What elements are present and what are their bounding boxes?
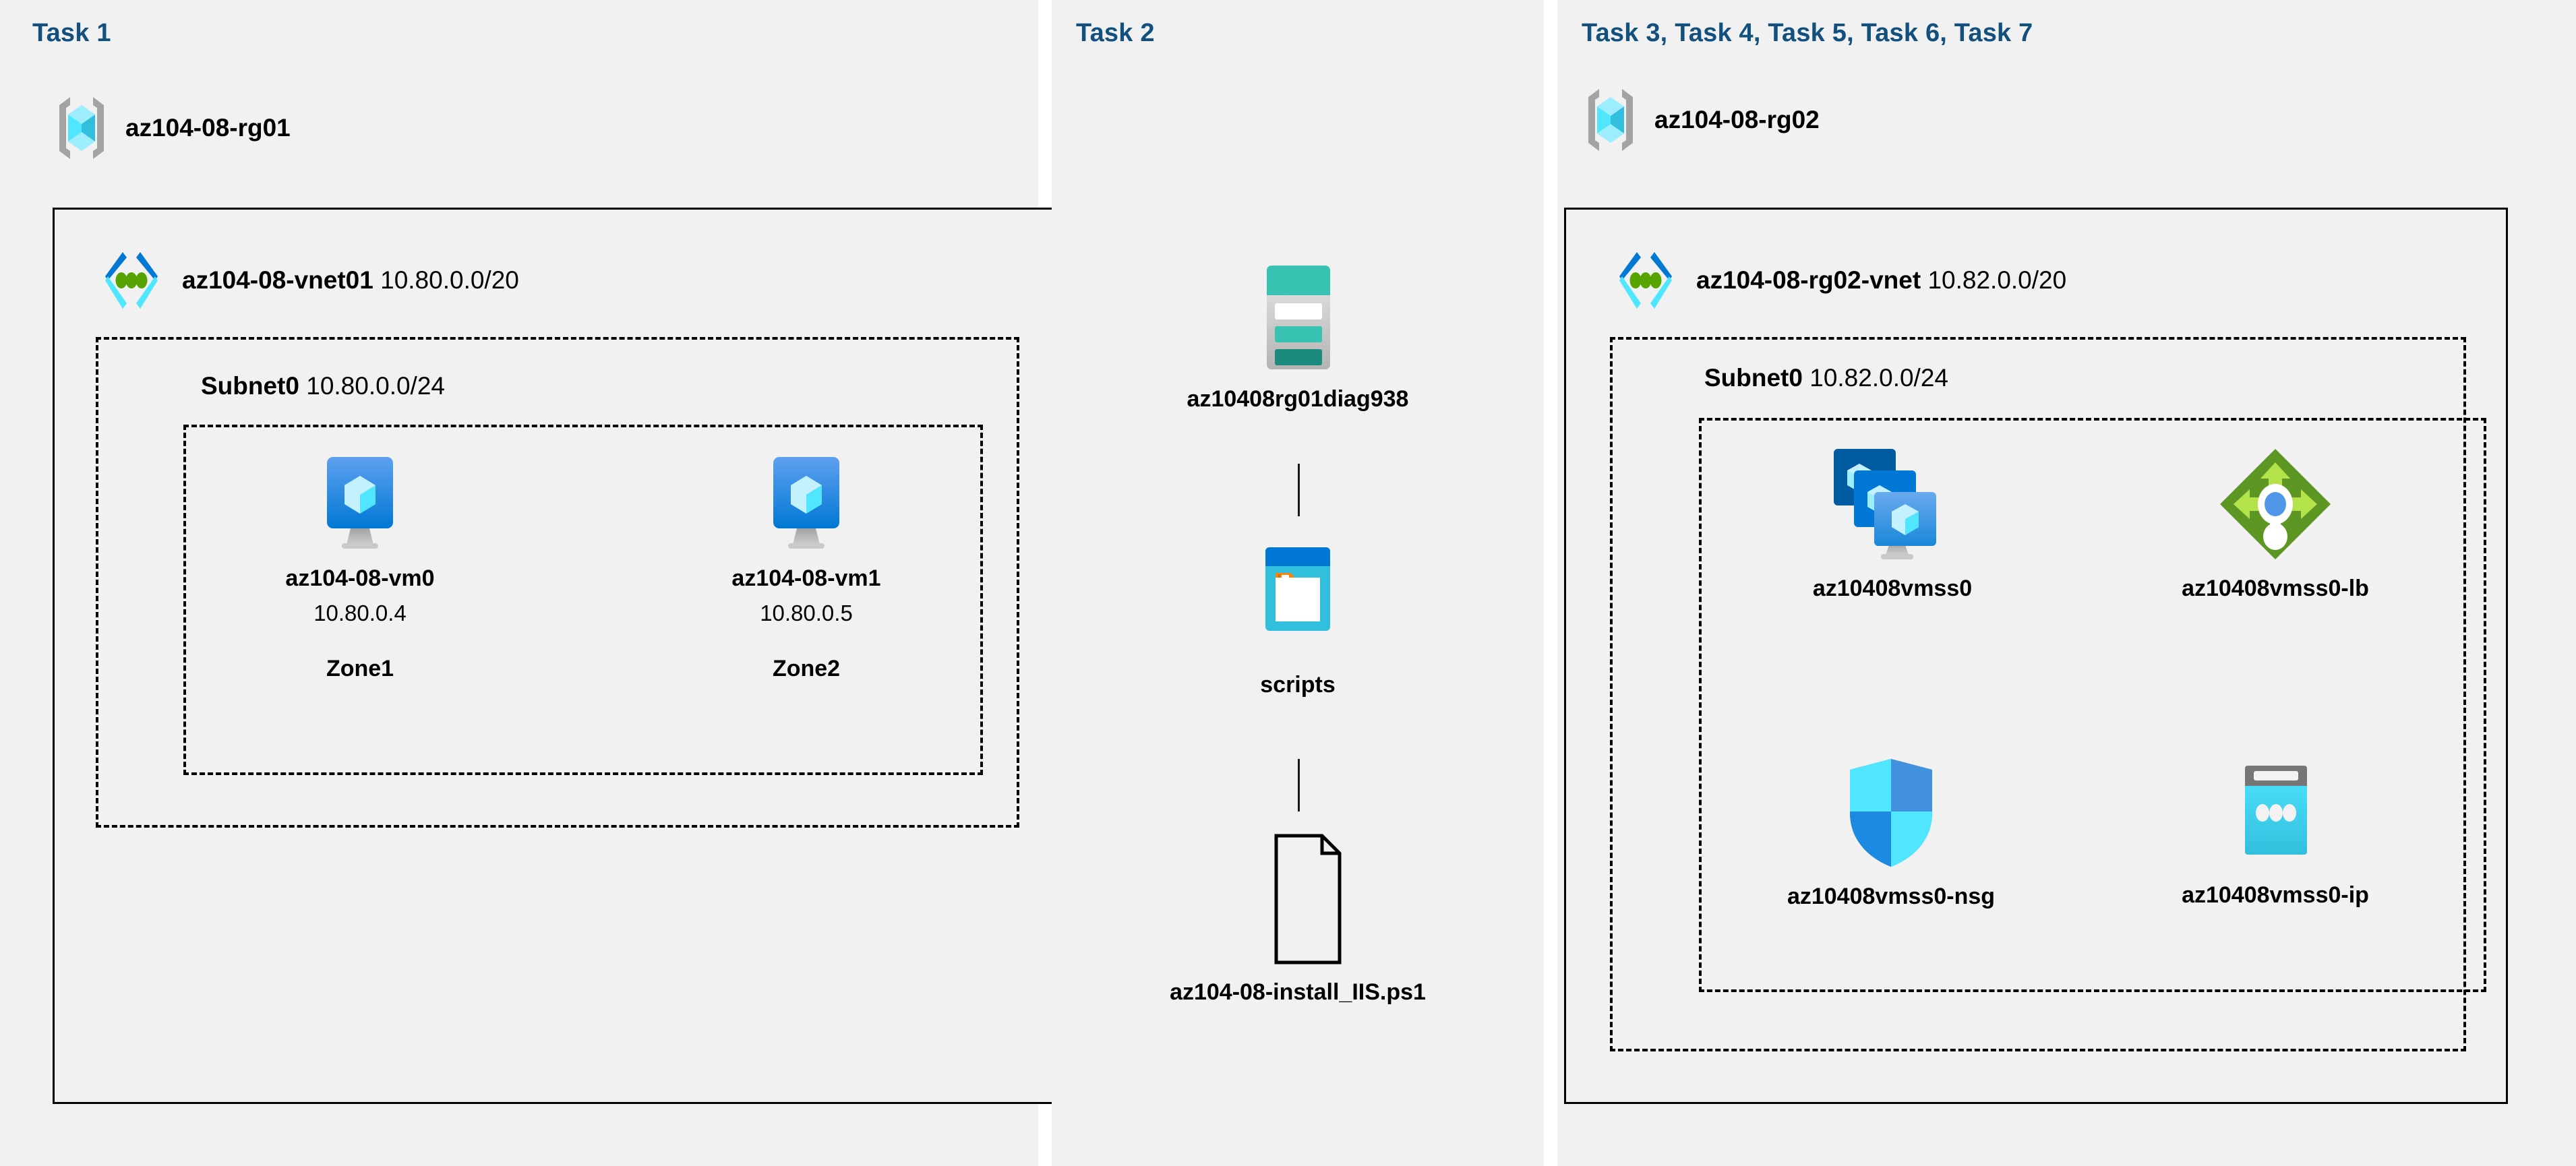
task3to7-subnet-name: Subnet0 <box>1704 364 1803 392</box>
task3to7-vmss-caption: az10408vmss0 <box>1812 576 1973 601</box>
resource-group-icon <box>1582 86 1640 154</box>
task3to7-public-ip[interactable]: az10408vmss0-ip <box>2117 762 2434 911</box>
task1-vm0-caption: az104-08-vm0 10.80.0.4 Zone1 <box>285 563 434 685</box>
task1-resource-group-label: az104-08-rg01 <box>125 114 291 142</box>
task3to7-nsg-caption: az10408vmss0-nsg <box>1787 884 1996 909</box>
storage-account-icon <box>1232 262 1364 373</box>
resource-group-icon <box>53 94 111 162</box>
container-to-file-connector <box>1298 759 1300 811</box>
task1-subnet-name: Subnet0 <box>201 372 299 400</box>
task1-vm1-zone: Zone2 <box>772 656 841 682</box>
task1-vm0[interactable]: az104-08-vm0 10.80.0.4 Zone1 <box>259 453 461 685</box>
task3to7-vnet-box <box>1564 208 2508 1104</box>
task1-vm1-caption: az104-08-vm1 10.80.0.5 Zone2 <box>731 563 880 685</box>
virtual-machine-icon <box>313 453 407 553</box>
task1-vm1-ip: 10.80.0.5 <box>760 600 853 625</box>
task2-container[interactable]: scripts <box>1146 543 1449 701</box>
task2-storage-account[interactable]: az10408rg01diag938 <box>1099 262 1497 415</box>
task2-script-file[interactable]: az104-08-install_IIS.ps1 <box>1092 832 1503 1008</box>
vm-scale-set-icon <box>1828 445 1956 563</box>
task2-script-file-caption: az104-08-install_IIS.ps1 <box>1170 979 1426 1005</box>
blob-container-icon <box>1237 543 1358 659</box>
task1-vnet-name: az104-08-vnet01 <box>182 266 373 294</box>
task1-vnet-header: az104-08-vnet01 10.80.0.0/20 <box>96 248 519 313</box>
task3to7-resource-group-box <box>1699 418 2486 992</box>
virtual-machine-icon <box>760 453 853 553</box>
task1-subnet-label: Subnet0 10.80.0.0/24 <box>201 372 445 400</box>
task1-vm-group-box <box>183 425 983 775</box>
task3to7-title: Task 3, Task 4, Task 5, Task 6, Task 7 <box>1582 19 2033 47</box>
task1-vm0-ip: 10.80.0.4 <box>313 600 407 625</box>
task1-title: Task 1 <box>32 19 111 47</box>
task1-vnet-cidr: 10.80.0.0/20 <box>380 266 519 294</box>
task3to7-vnet-label: az104-08-rg02-vnet 10.82.0.0/20 <box>1696 266 2066 295</box>
task2-container-caption: scripts <box>1260 672 1336 698</box>
task1-vm0-zone: Zone1 <box>326 656 394 682</box>
task3to7-vnet-cidr: 10.82.0.0/20 <box>1927 266 2067 294</box>
task3to7-subnet-cidr: 10.82.0.0/24 <box>1809 364 1948 392</box>
task1-subnet-box <box>96 337 1019 828</box>
task3to7-nsg[interactable]: az10408vmss0-nsg <box>1733 755 2049 913</box>
script-file-icon <box>1237 832 1358 966</box>
public-ip-address-icon <box>2225 762 2326 869</box>
task1-subnet-cidr: 10.80.0.0/24 <box>306 372 445 400</box>
load-balancer-icon <box>2215 445 2336 563</box>
virtual-network-icon <box>96 248 167 313</box>
task1-resource-group: az104-08-rg01 <box>53 94 291 162</box>
task3to7-load-balancer[interactable]: az10408vmss0-lb <box>2117 445 2434 605</box>
task1-vm1[interactable]: az104-08-vm1 10.80.0.5 Zone2 <box>705 453 907 685</box>
task1-vm1-name: az104-08-vm1 <box>731 565 881 591</box>
task2-title: Task 2 <box>1076 19 1155 47</box>
virtual-network-icon <box>1610 248 1681 313</box>
task3to7-subnet-box <box>1610 337 2466 1051</box>
task3to7-load-balancer-caption: az10408vmss0-lb <box>2182 576 2369 601</box>
task3to7-subnet-label: Subnet0 10.82.0.0/24 <box>1704 364 1948 392</box>
task3to7-vmss[interactable]: az10408vmss0 <box>1747 445 2037 605</box>
task3to7-vnet-header: az104-08-rg02-vnet 10.82.0.0/20 <box>1610 248 2066 313</box>
task3to7-public-ip-caption: az10408vmss0-ip <box>2182 882 2369 908</box>
network-security-group-icon <box>1840 755 1942 871</box>
task3to7-vnet-name: az104-08-rg02-vnet <box>1696 266 1921 294</box>
storage-to-container-connector <box>1298 464 1300 516</box>
task1-vnet-label: az104-08-vnet01 10.80.0.0/20 <box>182 266 519 295</box>
task3to7-resource-group: az104-08-rg02 <box>1582 86 1820 154</box>
task2-storage-account-caption: az10408rg01diag938 <box>1187 386 1409 412</box>
task1-vm0-name: az104-08-vm0 <box>285 565 435 591</box>
task3to7-resource-group-label: az104-08-rg02 <box>1654 106 1820 133</box>
